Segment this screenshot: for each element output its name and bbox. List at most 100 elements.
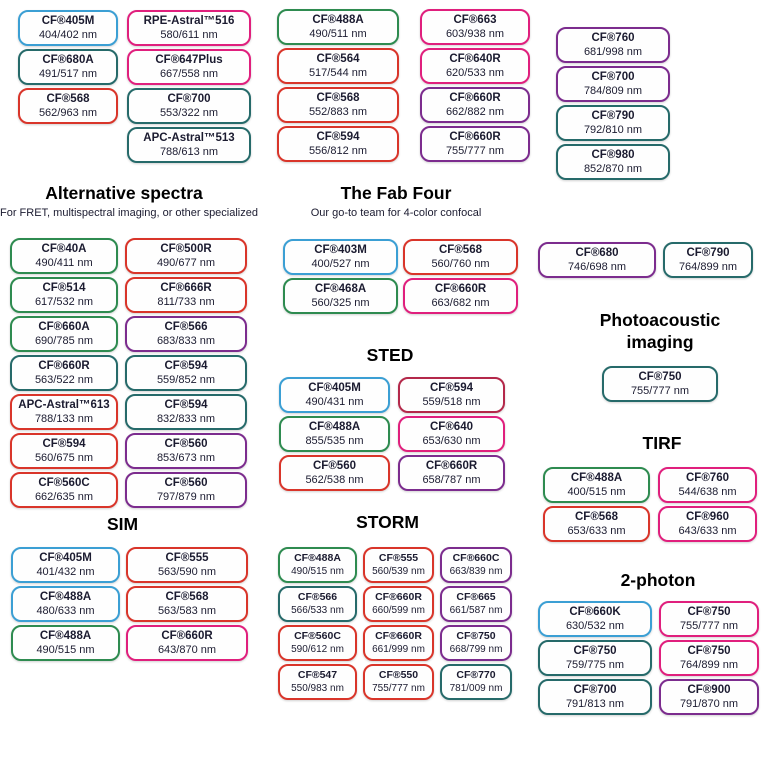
dye-wavelengths: 855/535 nm (305, 434, 364, 447)
dye-wavelengths: 681/998 nm (583, 45, 643, 58)
dye-name: CF®680 (575, 247, 619, 260)
dye-name: CF®568 (439, 244, 482, 257)
dye-name: CF®660R (375, 630, 422, 643)
dye-wavelengths: 759/775 nm (565, 658, 625, 671)
dye-name: CF®488A (294, 552, 341, 565)
dye-name: CF®700 (591, 71, 635, 84)
dye-wavelengths: 563/590 nm (157, 565, 217, 578)
dye-wavelengths: 791/870 nm (679, 697, 739, 710)
dye-name: CF®488A (39, 591, 92, 604)
dye-name: CF®405M (308, 382, 361, 395)
section-title-fab-four: The Fab Four (340, 183, 452, 203)
dye-wavelengths: 661/587 nm (449, 604, 503, 616)
dye-name: CF®660R (425, 460, 478, 473)
dye-wavelengths: 563/583 nm (157, 604, 217, 617)
dye-name: CF®980 (591, 149, 635, 162)
dye-wavelengths: 553/322 nm (159, 106, 219, 119)
dye-wavelengths: 400/515 nm (567, 485, 626, 498)
dye-wavelengths: 662/882 nm (445, 105, 505, 118)
dye-name: CF®594 (430, 382, 473, 395)
dye-name: CF®500R (160, 243, 212, 256)
dye-name: CF®594 (164, 399, 208, 412)
dye-wavelengths: 490/511 nm (309, 27, 367, 40)
dye-wavelengths: 630/532 nm (565, 619, 625, 632)
dye-wavelengths: 797/879 nm (156, 490, 216, 503)
dye-name: CF®568 (165, 591, 209, 604)
dye-wavelengths: 658/787 nm (422, 473, 481, 486)
section-title-alternative-spectra: Alternative spectra (45, 183, 203, 203)
dye-wavelengths: 660/599 nm (372, 604, 425, 616)
dye-name: CF®760 (591, 32, 635, 45)
dye-name: CF®665 (456, 591, 496, 604)
dye-wavelengths: 490/515 nm (36, 643, 95, 656)
dye-name: CF®660R (375, 591, 422, 604)
dye-wavelengths: 490/431 nm (305, 395, 364, 408)
dye-wavelengths: 560/760 nm (431, 257, 490, 270)
dye-wavelengths: 491/517 nm (38, 67, 98, 80)
dye-name: CF®900 (687, 684, 731, 697)
dye-wavelengths: 653/633 nm (567, 524, 626, 537)
dye-wavelengths: 552/883 nm (308, 105, 368, 118)
dye-name: CF®770 (456, 669, 496, 682)
section-header-fab-four: The Fab Four Our go-to team for 4-color … (280, 183, 512, 219)
dye-wavelengths: 603/938 nm (445, 27, 505, 40)
dye-wavelengths: 490/411 nm (35, 256, 93, 269)
dye-wavelengths: 755/777 nm (445, 144, 505, 157)
dye-name: CF®750 (687, 645, 731, 658)
dye-name: CF®660C (452, 552, 500, 565)
dye-name: CF®566 (164, 321, 208, 334)
dye-name: APC-Astral™613 (18, 399, 110, 412)
dye-name: CF®564 (316, 53, 360, 66)
dye-wavelengths: 643/633 nm (678, 524, 737, 537)
dye-name: CF®660K (569, 606, 621, 619)
dye-name: CF®594 (42, 438, 86, 451)
dye-name: CF®594 (164, 360, 208, 373)
dye-name: CF®405M (41, 15, 95, 28)
dye-name: CF®660R (161, 630, 213, 643)
dye-name: CF®660A (38, 321, 90, 334)
dye-wavelengths: 556/812 nm (308, 144, 368, 157)
dye-name: CF®790 (591, 110, 635, 123)
dye-name: CF®790 (686, 247, 730, 260)
dye-wavelengths: 667/558 nm (159, 67, 219, 80)
dye-wavelengths: 560/539 nm (372, 565, 425, 577)
dye-name: RPE-Astral™516 (143, 15, 235, 28)
